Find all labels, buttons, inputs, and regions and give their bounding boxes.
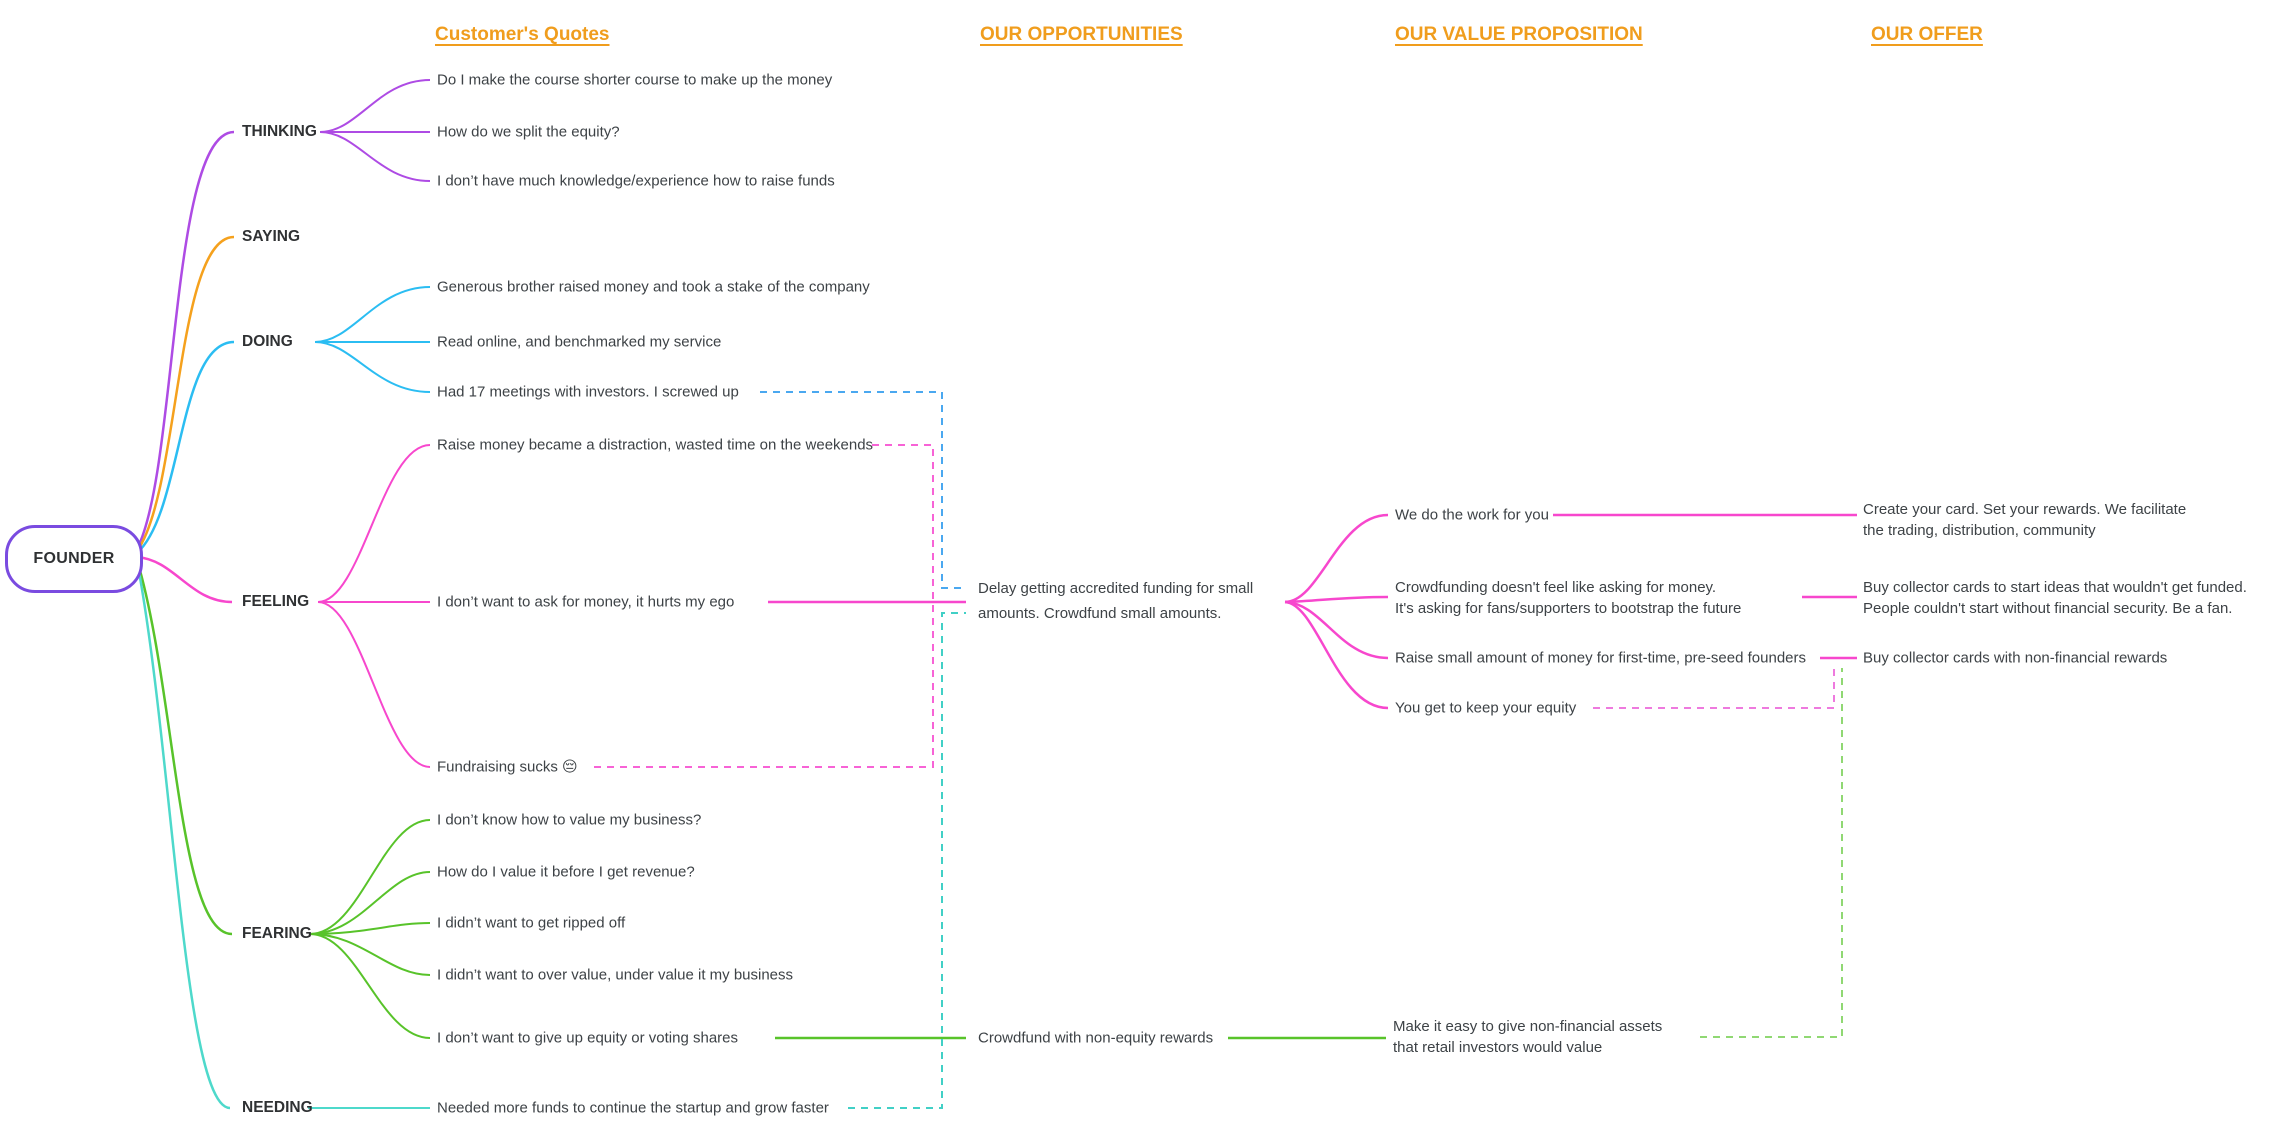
- leaf-curve: [314, 286, 431, 343]
- leaf-curve: [319, 131, 431, 182]
- branch-label-saying[interactable]: SAYING: [242, 228, 301, 245]
- leaf-curve: [317, 601, 431, 768]
- branch-curve-needing: [135, 560, 231, 1110]
- leaf-curve: [319, 79, 431, 133]
- offer-node[interactable]: Buy collector cards with non-financial r…: [1863, 649, 2168, 667]
- column-header-customers-quotes[interactable]: Customer's Quotes: [435, 24, 610, 45]
- leaf-curve: [309, 922, 431, 935]
- opportunity-node[interactable]: Crowdfund with non-equity rewards: [978, 1029, 1214, 1047]
- leaf-quote[interactable]: How do we split the equity?: [437, 123, 620, 141]
- value-proposition-node[interactable]: Raise small amount of money for first-ti…: [1395, 649, 1806, 667]
- leaf-curve: [309, 819, 431, 935]
- leaf-quote[interactable]: Generous brother raised money and took a…: [437, 278, 870, 296]
- branch-label-fearing[interactable]: FEARING: [242, 925, 312, 942]
- founder-label: FOUNDER: [33, 550, 115, 567]
- opportunity-node[interactable]: Delay getting accredited funding for sma…: [978, 580, 1254, 622]
- branch-curve-saying: [135, 235, 235, 552]
- leaf-quote[interactable]: Fundraising sucks 😔: [437, 758, 578, 776]
- value-proposition-node[interactable]: Make it easy to give non-financial asset…: [1393, 1018, 1663, 1056]
- branch-curve-feeling: [136, 555, 233, 604]
- branch-label-needing[interactable]: NEEDING: [242, 1099, 313, 1116]
- branch-curve-thinking: [135, 130, 235, 550]
- offer-node[interactable]: Buy collector cards to start ideas that …: [1863, 579, 2247, 617]
- connector-dashed-green: [1700, 668, 1843, 1038]
- branch-curve-doing: [136, 340, 235, 554]
- leaf-quote[interactable]: Do I make the course shorter course to m…: [437, 71, 833, 89]
- founder-node[interactable]: FOUNDER: [5, 525, 143, 593]
- column-header-value-proposition[interactable]: OUR VALUE PROPOSITION: [1395, 24, 1643, 45]
- connector-solid: [1284, 600, 1389, 660]
- connector-solid: [1284, 600, 1389, 710]
- connector-dashed-magenta: [592, 444, 934, 768]
- leaf-curve: [309, 933, 431, 1039]
- leaf-quote[interactable]: Had 17 meetings with investors. I screwe…: [437, 383, 739, 401]
- value-proposition-node[interactable]: We do the work for you: [1395, 506, 1549, 524]
- column-header-opportunities[interactable]: OUR OPPORTUNITIES: [980, 24, 1183, 45]
- leaf-quote[interactable]: I didn’t want to get ripped off: [437, 914, 626, 932]
- value-proposition-node[interactable]: Crowdfunding doesn't feel like asking fo…: [1395, 579, 1742, 617]
- leaf-quote[interactable]: Read online, and benchmarked my service: [437, 333, 722, 351]
- branch-label-thinking[interactable]: THINKING: [242, 123, 317, 140]
- leaf-quote[interactable]: Raise money became a distraction, wasted…: [437, 436, 874, 454]
- leaf-curve: [314, 341, 431, 393]
- leaf-quote[interactable]: How do I value it before I get revenue?: [437, 863, 695, 881]
- leaf-quote[interactable]: I don’t have much knowledge/experience h…: [437, 172, 835, 190]
- leaf-curve: [317, 444, 431, 603]
- value-proposition-node[interactable]: You get to keep your equity: [1395, 699, 1577, 717]
- branch-curve-fearing: [135, 559, 233, 936]
- branch-label-feeling[interactable]: FEELING: [242, 593, 310, 610]
- offer-node[interactable]: Create your card. Set your rewards. We f…: [1863, 501, 2187, 539]
- column-header-offer[interactable]: OUR OFFER: [1871, 24, 1983, 45]
- leaf-quote[interactable]: I don’t know how to value my business?: [437, 811, 702, 829]
- leaf-curve: [309, 933, 431, 976]
- leaf-quote[interactable]: Needed more funds to continue the startu…: [437, 1099, 829, 1117]
- connector-solid: [1284, 513, 1389, 604]
- branch-label-doing[interactable]: DOING: [242, 333, 293, 350]
- leaf-quote[interactable]: I didn’t want to over value, under value…: [437, 966, 794, 984]
- connector-dashed-blue: [760, 391, 966, 589]
- leaf-quote[interactable]: I don’t want to ask for money, it hurts …: [437, 593, 735, 611]
- leaf-quote[interactable]: I don’t want to give up equity or voting…: [437, 1029, 739, 1047]
- connector-dashed-pink: [1593, 666, 1835, 709]
- connector-dashed-teal: [848, 612, 966, 1109]
- connector-solid: [1284, 595, 1389, 604]
- leaf-curve: [309, 871, 431, 935]
